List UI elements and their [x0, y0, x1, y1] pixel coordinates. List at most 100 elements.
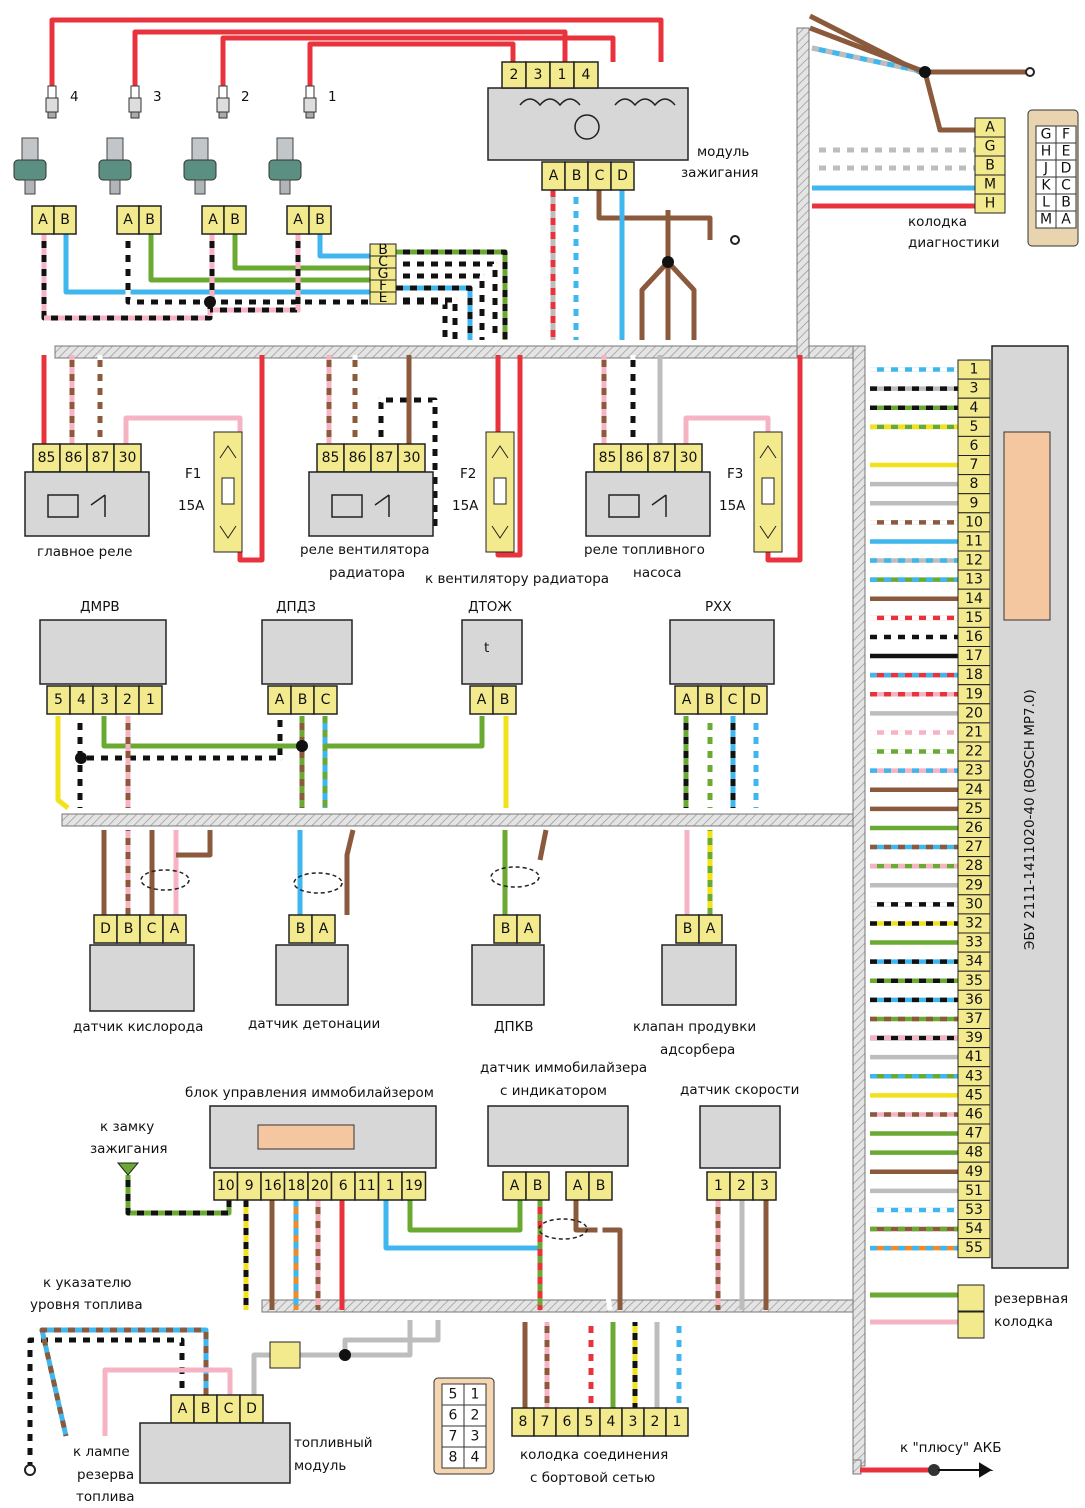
pin-label: A: [319, 921, 329, 937]
pin-label: 9: [245, 1178, 254, 1194]
socket-label: B: [1061, 195, 1071, 211]
shield-ellipse: [490, 866, 540, 888]
relay-symbol: [331, 494, 390, 518]
harness-segment: [261, 1299, 863, 1313]
pin-label: 16: [965, 629, 983, 645]
pin-label: 53: [965, 1202, 983, 1218]
ecu-pin-37: 37: [957, 1008, 991, 1030]
pin-label: 25: [965, 801, 983, 817]
pin-label: A: [706, 921, 716, 937]
diag-socket-E: E: [1055, 142, 1077, 161]
dtozh-title: ДТОЖ: [468, 599, 512, 615]
wire: [101, 716, 300, 749]
pin-label: D: [617, 168, 628, 184]
pin-label: 4: [970, 400, 979, 416]
diag-socket-J: J: [1035, 159, 1057, 178]
plug-tip: [305, 111, 315, 119]
pin-label: 15: [965, 610, 983, 626]
fuel-module-pin-C: C: [216, 1394, 241, 1424]
pin-label: 22: [965, 744, 983, 760]
pin-box: [743, 685, 768, 715]
battery-arrow: [938, 1462, 994, 1478]
board-conn-label-1: колодка соединения: [520, 1447, 668, 1463]
pin-label: 37: [965, 1011, 983, 1027]
plug-body: [45, 97, 59, 113]
battery-label: к "плюсу" АКБ: [900, 1440, 1001, 1456]
ignition-module-title-1: модуль: [697, 144, 749, 160]
dpkv-label: ДПКВ: [494, 1019, 534, 1035]
dmrv-pin-5: 5: [46, 685, 71, 715]
board-socket-3: 3: [463, 1425, 487, 1448]
immo-pin-9: 9: [236, 1171, 262, 1201]
ecu-pin-49: 49: [957, 1161, 991, 1182]
pin-label: 28: [965, 858, 983, 874]
wire-stripe: [396, 297, 458, 340]
reserve-pin: [957, 1311, 985, 1339]
ecu-pin-22: 22: [957, 741, 991, 762]
speed-title: датчик скорости: [680, 1082, 799, 1098]
transistor-symbol: [574, 114, 600, 140]
pin-label: E: [379, 290, 388, 306]
pin-label: 3: [970, 381, 979, 397]
ecu-pin-39: 39: [957, 1028, 991, 1049]
fuse-arrows: [759, 445, 777, 539]
ecu-pin-48: 48: [957, 1142, 991, 1163]
immo-pin-16: 16: [260, 1171, 286, 1201]
ecu-pin-51: 51: [957, 1180, 991, 1201]
board-socket-6: 6: [441, 1404, 465, 1427]
dmrv-pin-3: 3: [92, 685, 117, 715]
pin-label: 32: [965, 915, 983, 931]
ecu-pin-29: 29: [957, 875, 991, 896]
pin-label: A: [208, 212, 218, 228]
pin-label: 27: [965, 839, 983, 855]
pin-box: [974, 193, 1006, 214]
pin-label: A: [985, 120, 995, 136]
relay-fuel-label-1: реле топливного: [584, 542, 705, 558]
pin-label: B: [683, 921, 693, 937]
pin-label: 41: [965, 1049, 983, 1065]
immo-sensor-l-pin-A: A: [502, 1171, 527, 1201]
ground-terminal: [730, 235, 740, 245]
pin-label: 17: [965, 648, 983, 664]
wire: [132, 29, 568, 86]
ecu-pin-14: 14: [957, 588, 991, 609]
injector-2-pin-B: B: [138, 205, 162, 235]
wire: [49, 17, 664, 86]
wire: [342, 1320, 441, 1355]
pin-label: 20: [311, 1178, 329, 1194]
relay-main-pin-86: 86: [59, 443, 88, 473]
pin-label: B: [230, 212, 240, 228]
pin-label: A: [178, 1401, 188, 1417]
pin-label: B: [145, 212, 155, 228]
ecu-pin-9: 9: [957, 493, 991, 514]
pin-label: 8: [970, 476, 979, 492]
pin-label: A: [510, 1178, 520, 1194]
ecu-pin-3: 3: [957, 378, 991, 399]
socket-label: 7: [449, 1429, 458, 1445]
pin-label: 10: [217, 1178, 235, 1194]
relay-fan-label-2: радиатора: [329, 565, 405, 581]
plug-body: [303, 97, 317, 113]
immo-chip: [257, 1124, 355, 1150]
pin-label: A: [275, 692, 285, 708]
rxx-title: РХХ: [705, 599, 732, 615]
fuse-f1-rating: 15A: [178, 498, 205, 514]
splice-pin-C: C: [369, 254, 397, 270]
pin-label: A: [549, 168, 559, 184]
knock-label: датчик детонации: [248, 1016, 380, 1032]
pin-label: B: [315, 212, 325, 228]
pin-label: 86: [349, 450, 367, 466]
pin-box: [516, 914, 541, 944]
ecu-pin-1: 1: [957, 359, 991, 380]
board-conn-pin-5: 5: [577, 1407, 601, 1437]
pin-box: [53, 205, 77, 235]
pin-box: [610, 161, 635, 191]
injector-3-pin-A: A: [201, 205, 225, 235]
board-conn-pin-8: 8: [511, 1407, 535, 1437]
injector-body: [268, 159, 302, 181]
pin-box: [308, 205, 332, 235]
wire: [683, 415, 771, 444]
wire: [639, 260, 670, 340]
pin-label: B: [705, 692, 715, 708]
pin-label: 11: [358, 1178, 376, 1194]
